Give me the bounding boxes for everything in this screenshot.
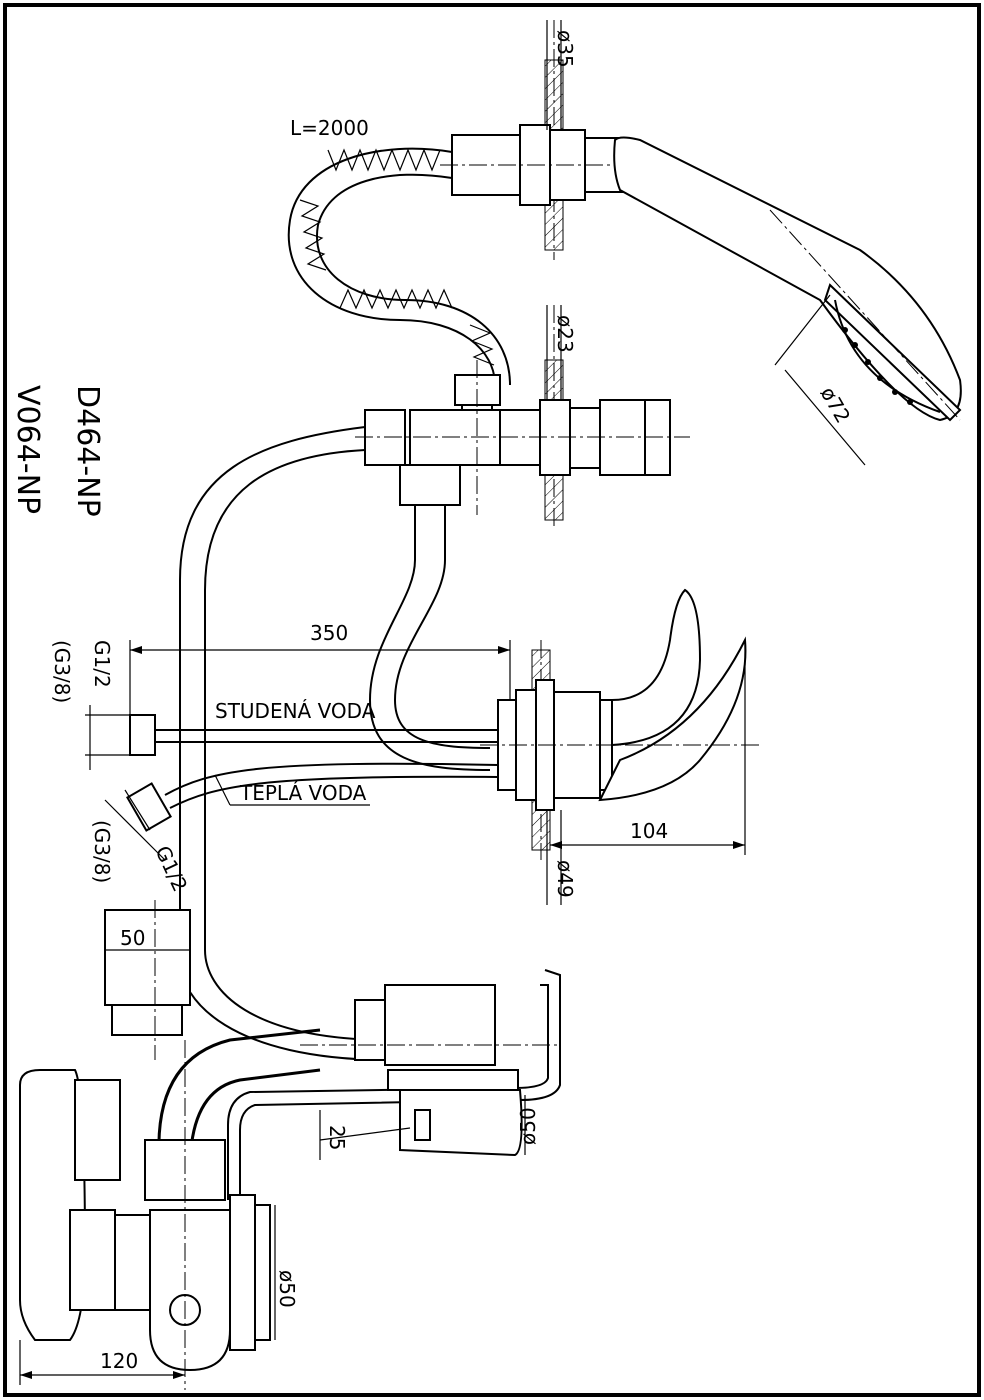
dim-faucet-depth: 104 [630, 819, 668, 843]
dim-drain-offset: 25 [325, 1125, 349, 1150]
shower-nozzles [842, 327, 913, 405]
hand-shower [613, 136, 962, 422]
dim-thread-hot-alt: (G3/8) [90, 820, 114, 883]
dim-drain-diameter: ø50 [516, 1107, 540, 1145]
pipe-to-faucet [368, 505, 491, 771]
dim-wall-bore-top: ø35 [553, 30, 577, 68]
dim-trap-outlet: ø50 [275, 1270, 299, 1308]
faucet [480, 588, 760, 811]
dim-shower-head: ø72 [816, 383, 856, 428]
dim-thread-hot: G1/2 [150, 842, 192, 895]
dim-faucet-bore: ø49 [553, 860, 577, 898]
hot-water-line [126, 762, 499, 832]
cold-water-line [129, 714, 498, 756]
hose-length: L=2000 [290, 116, 369, 140]
model-code-primary: D464-NP [70, 385, 105, 517]
dim-span: 350 [310, 621, 348, 645]
shower-holder [440, 124, 640, 206]
dim-wall-bore-mid: ø23 [553, 315, 577, 353]
dim-trap-width: 120 [100, 1349, 138, 1373]
diverter-valve [355, 360, 690, 515]
overflow-unit [104, 900, 560, 1157]
cold-water-label: STUDENÁ VODA [215, 699, 376, 723]
dim-overflow-width: 50 [120, 926, 145, 950]
drawing-frame [3, 3, 981, 1397]
dim-thread-cold: G1/2 [90, 640, 114, 688]
pipe-to-overflow [179, 426, 391, 1061]
hose-length-label: L=2000 [290, 116, 369, 140]
dimensions: 350 104 50 120 G1/2 (G3/8) G1/2 (G3/8) ø… [19, 20, 866, 1385]
model-codes: D464-NP V064-NP [10, 385, 105, 517]
dim-thread-cold-alt: (G3/8) [50, 640, 74, 703]
hot-water-label: TEPLÁ VODA [239, 781, 367, 805]
model-code-secondary: V064-NP [10, 385, 45, 514]
shower-hose [287, 147, 511, 386]
water-labels: STUDENÁ VODA TEPLÁ VODA [214, 699, 376, 806]
siphon-trap [19, 1028, 321, 1390]
